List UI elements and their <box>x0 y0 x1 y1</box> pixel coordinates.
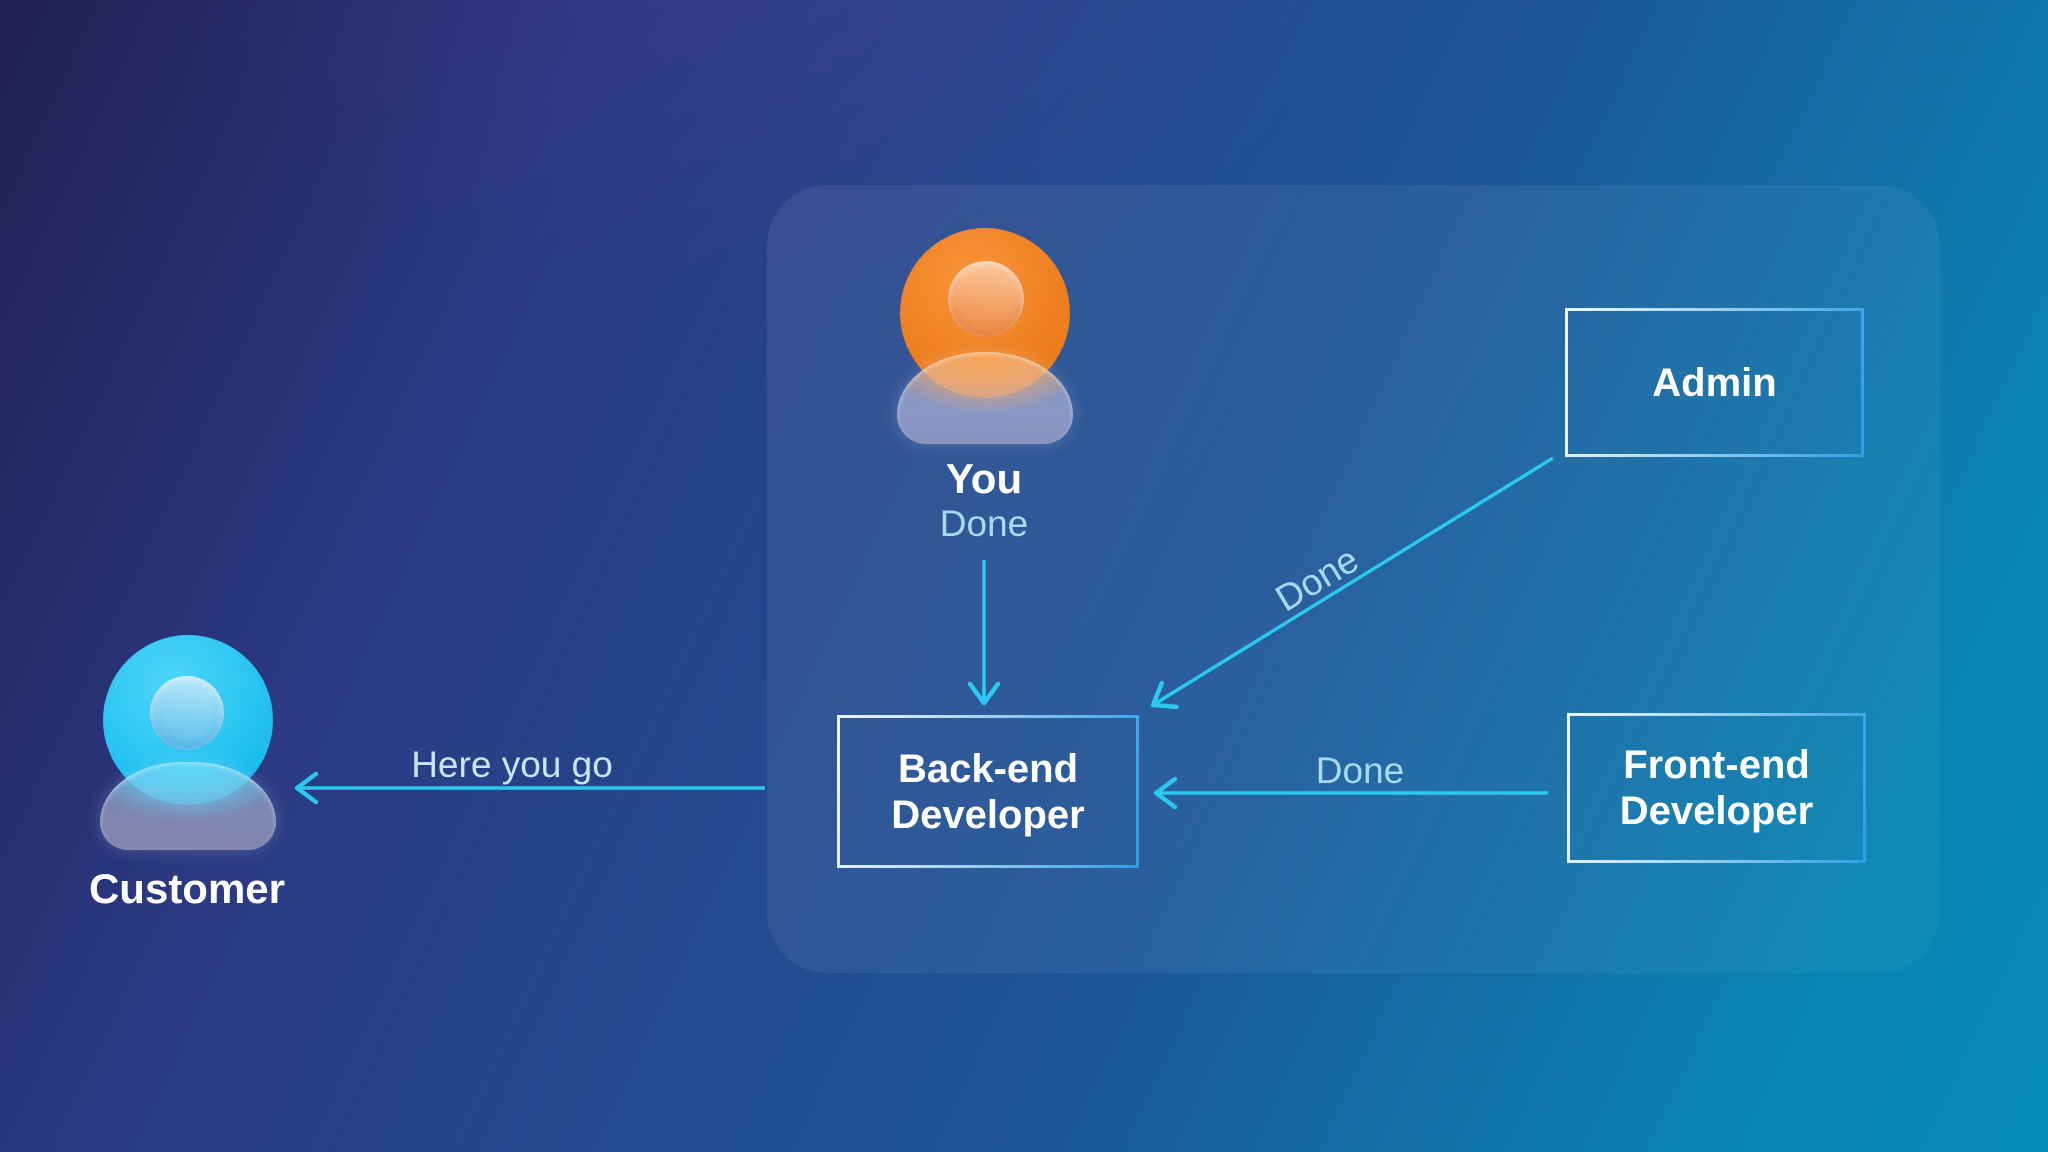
customer-avatar-head <box>150 676 224 750</box>
frontend-developer-box-label: Front-end Developer <box>1619 743 1814 833</box>
backend-developer-box-label: Back-end Developer <box>891 746 1085 837</box>
admin-box: Admin <box>1565 308 1864 457</box>
you-done-edge-label: Done <box>939 503 1029 544</box>
you-label: You <box>945 455 1023 502</box>
you-avatar-body <box>897 352 1073 444</box>
backend-developer-box: Back-end Developer <box>837 715 1139 868</box>
customer-avatar-icon <box>100 635 276 853</box>
here-you-go-edge-label: Here you go <box>411 744 613 785</box>
customer-label: Customer <box>88 865 286 912</box>
you-avatar-head <box>948 261 1024 337</box>
customer-avatar-body <box>100 762 276 850</box>
frontend-done-edge-label: Done <box>1315 750 1405 791</box>
you-avatar-icon <box>897 228 1073 446</box>
frontend-developer-box: Front-end Developer <box>1567 713 1866 863</box>
admin-box-label: Admin <box>1652 360 1777 405</box>
